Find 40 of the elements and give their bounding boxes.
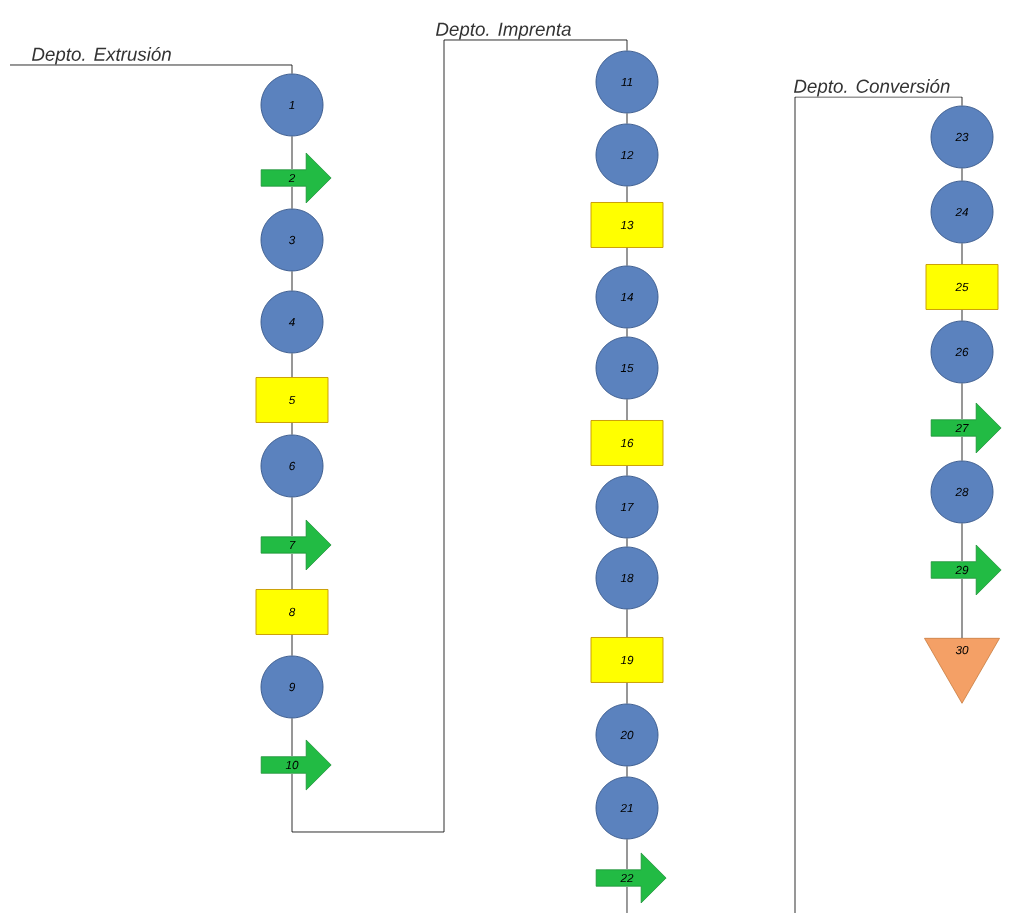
connector-line bbox=[291, 553, 293, 590]
connector-line bbox=[961, 383, 963, 420]
connector-line bbox=[961, 243, 963, 265]
connector-line bbox=[291, 422, 293, 435]
department-label: Depto. Conversión bbox=[794, 78, 950, 97]
connector-line bbox=[961, 436, 963, 461]
connector-line bbox=[794, 96, 963, 913]
rectangle-box: 25 bbox=[925, 264, 999, 310]
department-label: Depto. Extrusión bbox=[32, 46, 171, 65]
connector-line bbox=[291, 186, 293, 209]
connector-line bbox=[291, 634, 293, 656]
rectangle-box: 13 bbox=[590, 202, 664, 248]
connector-line bbox=[626, 766, 628, 777]
rectangle-box: 16 bbox=[590, 420, 664, 466]
connector-line bbox=[291, 39, 628, 833]
rectangle-box: 5 bbox=[255, 377, 329, 423]
connector-line bbox=[961, 309, 963, 321]
connector-line bbox=[626, 113, 628, 124]
connector-line bbox=[626, 328, 628, 337]
connector-line bbox=[9, 64, 293, 74]
connector-line bbox=[961, 523, 963, 562]
connector-line bbox=[291, 136, 293, 170]
connector-line bbox=[291, 271, 293, 291]
connector-line bbox=[626, 682, 628, 704]
connector-line bbox=[626, 538, 628, 547]
connector-line bbox=[961, 578, 963, 639]
connector-line bbox=[626, 609, 628, 638]
rectangle-box: 8 bbox=[255, 589, 329, 635]
department-label: Depto. Imprenta bbox=[436, 22, 571, 40]
connector-line bbox=[291, 353, 293, 378]
connector-line bbox=[626, 465, 628, 476]
rectangle-box: 19 bbox=[590, 637, 664, 683]
connector-line bbox=[961, 168, 963, 181]
connector-line bbox=[626, 247, 628, 266]
connector-line bbox=[626, 839, 628, 870]
connector-line bbox=[626, 886, 628, 913]
connector-line bbox=[291, 718, 293, 757]
connector-line bbox=[626, 399, 628, 421]
connector-line bbox=[626, 186, 628, 203]
connector-line bbox=[291, 497, 293, 537]
